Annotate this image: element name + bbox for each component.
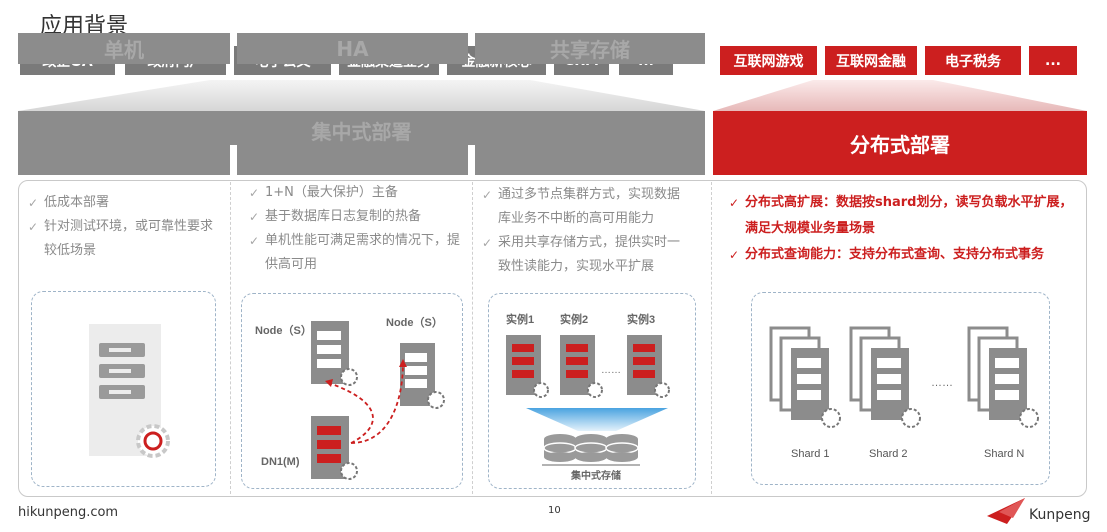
bullet-item: 单机性能可满足需求的情况下，提供高可用 [249,229,465,277]
ha-header: HA [237,33,468,64]
single-bullets: 低成本部署 针对测试环境，或可靠性要求较低场景 [28,191,224,263]
scenario-funnel [18,80,1087,111]
instance-label: 实例1 [506,312,534,326]
bullet-item: 1+N（最大保护）主备 [249,181,465,205]
single-server-diagram [89,324,170,458]
dn-label: DN1(M) [261,456,300,468]
single-header: 单机 [18,33,230,64]
footer-site: hikunpeng.com [18,505,119,520]
shard-server-stack-icon [849,326,921,428]
storage-label: 集中式存储 [570,469,621,482]
header-divider [230,145,237,175]
kunpeng-logo: Kunpeng [985,494,1095,530]
header-divider [468,145,475,175]
scenario-chip: ... [1029,46,1077,75]
bullet-item: 基于数据库日志复制的热备 [249,205,465,229]
bullet-item: 采用共享存储方式，提供实时一致性读能力，实现水平扩展 [482,231,688,279]
shared-diagram-box [488,293,696,489]
instance-label: 实例2 [560,312,588,326]
instance-server-icon [627,335,670,398]
ha-diagram: Node（S） Node（S） DN1(M) [255,316,445,480]
column-divider [711,182,712,494]
content-panel [18,180,1087,497]
storage-beam [526,408,668,431]
kunpeng-logo-icon [987,498,1025,524]
distributed-diagram-box [751,292,1050,485]
instance-server-icon [560,335,603,398]
standby-server-icon [311,321,358,386]
instance-server-icon [506,335,549,398]
ha-diagram-box [241,293,463,489]
bullet-item: 分布式高扩展：数据按shard划分，读写负载水平扩展，满足大规模业务量场景 [729,190,1079,242]
master-server-icon [311,416,358,480]
bullet-item: 分布式查询能力：支持分布式查询、支持分布式事务 [729,242,1079,268]
bullet-item: 低成本部署 [28,191,224,215]
shared-storage-diagram: 实例1 实例2 实例3 …… 集中式存储 [506,312,670,482]
shard-label: Shard N [984,448,1024,460]
column-divider [230,182,231,494]
instance-label: 实例3 [627,312,655,326]
shared-header: 共享存储 [475,33,705,64]
standby-server-icon [400,343,445,409]
page-number: 10 [548,505,561,516]
scenario-chip: 互联网金融 [825,46,917,75]
ha-bullets: 1+N（最大保护）主备 基于数据库日志复制的热备 单机性能可满足需求的情况下，提… [249,181,465,277]
shard-server-stack-icon [967,326,1039,428]
distributed-diagram: …… Shard 1 Shard 2 Shard N [769,326,1039,460]
scenario-chip: 互联网游戏 [720,46,817,75]
shard-server-stack-icon [769,326,841,428]
centralized-header: 集中式部署 [18,111,705,175]
scenario-chip: 电子税务 [925,46,1021,75]
node-label: Node（S） [386,316,443,329]
ellipsis: …… [931,377,953,389]
node-label: Node（S） [255,324,312,337]
shard-label: Shard 2 [869,448,908,460]
centralized-title: 集中式部署 [311,120,412,144]
storage-disk-icon [542,434,640,466]
shard-label: Shard 1 [791,448,830,460]
distributed-header: 分布式部署 [713,111,1087,175]
brand-name: Kunpeng [1029,507,1091,523]
shared-bullets: 通过多节点集群方式，实现数据库业务不中断的高可用能力 采用共享存储方式，提供实时… [482,183,688,279]
ellipsis: …… [601,365,621,376]
single-diagram-box [31,291,216,487]
bullet-item: 通过多节点集群方式，实现数据库业务不中断的高可用能力 [482,183,688,231]
column-divider [472,182,473,494]
bullet-item: 针对测试环境，或可靠性要求较低场景 [28,215,224,263]
distributed-bullets: 分布式高扩展：数据按shard划分，读写负载水平扩展，满足大规模业务量场景 分布… [729,190,1079,268]
